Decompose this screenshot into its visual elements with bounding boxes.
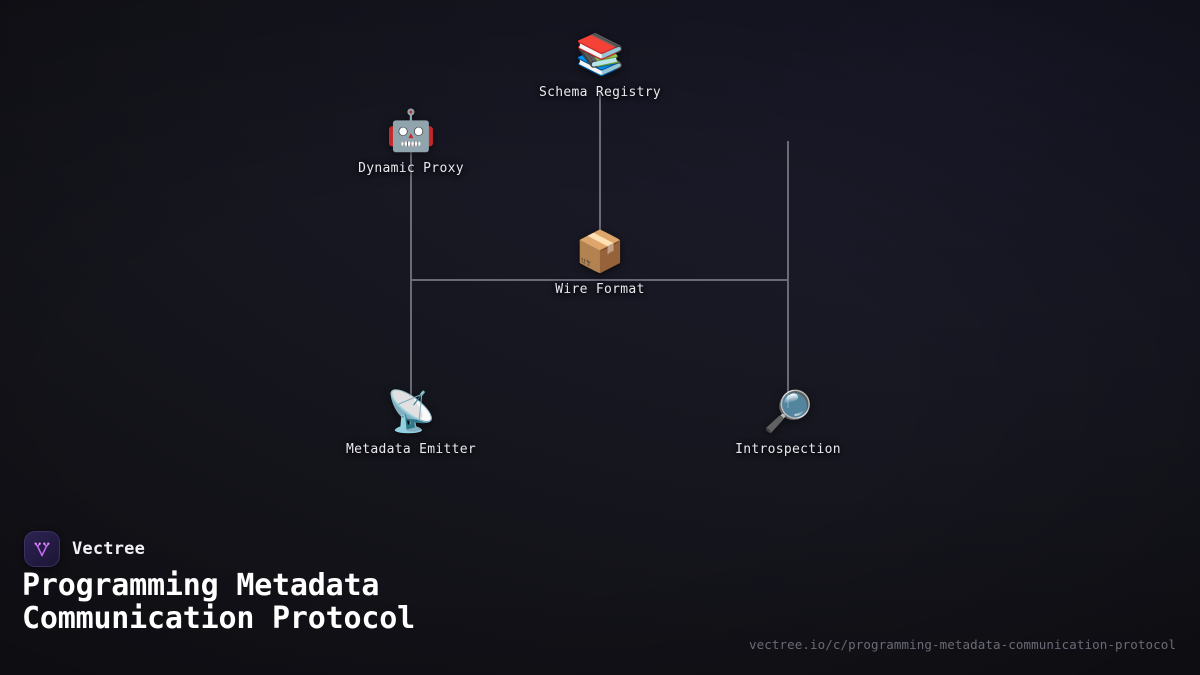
graph-node-label: Introspection (735, 442, 841, 457)
page-title: Programming Metadata Communication Proto… (22, 568, 415, 636)
graph-node-label: Metadata Emitter (345, 442, 477, 457)
footer: Vectree Programming Metadata Communicati… (0, 525, 1200, 675)
magnifier-icon: 🔎 (763, 389, 813, 435)
graph-node-introspection[interactable]: 🔎 Introspection (678, 389, 898, 457)
graph-node-label: Schema Registry (539, 85, 661, 100)
graph-node-metadata-emitter[interactable]: 📡 Metadata Emitter (301, 389, 521, 457)
graph-node-schema-registry[interactable]: 📚 Schema Registry (490, 32, 710, 100)
brand[interactable]: Vectree (24, 531, 145, 567)
graph-node-dynamic-proxy[interactable]: 🤖 Dynamic Proxy (301, 108, 521, 176)
graph-node-label: Dynamic Proxy (358, 161, 464, 176)
books-icon: 📚 (575, 32, 625, 78)
satellite-dish-icon: 📡 (386, 389, 436, 435)
brand-name: Vectree (72, 539, 146, 559)
robot-icon: 🤖 (386, 108, 436, 154)
source-url: vectree.io/c/programming-metadata-commun… (748, 637, 1176, 652)
vectree-logo-icon (24, 531, 60, 567)
graph-node-wire-format[interactable]: 📦 Wire Format (490, 229, 710, 297)
graph-node-label: Wire Format (555, 282, 645, 297)
package-icon: 📦 (575, 229, 625, 275)
